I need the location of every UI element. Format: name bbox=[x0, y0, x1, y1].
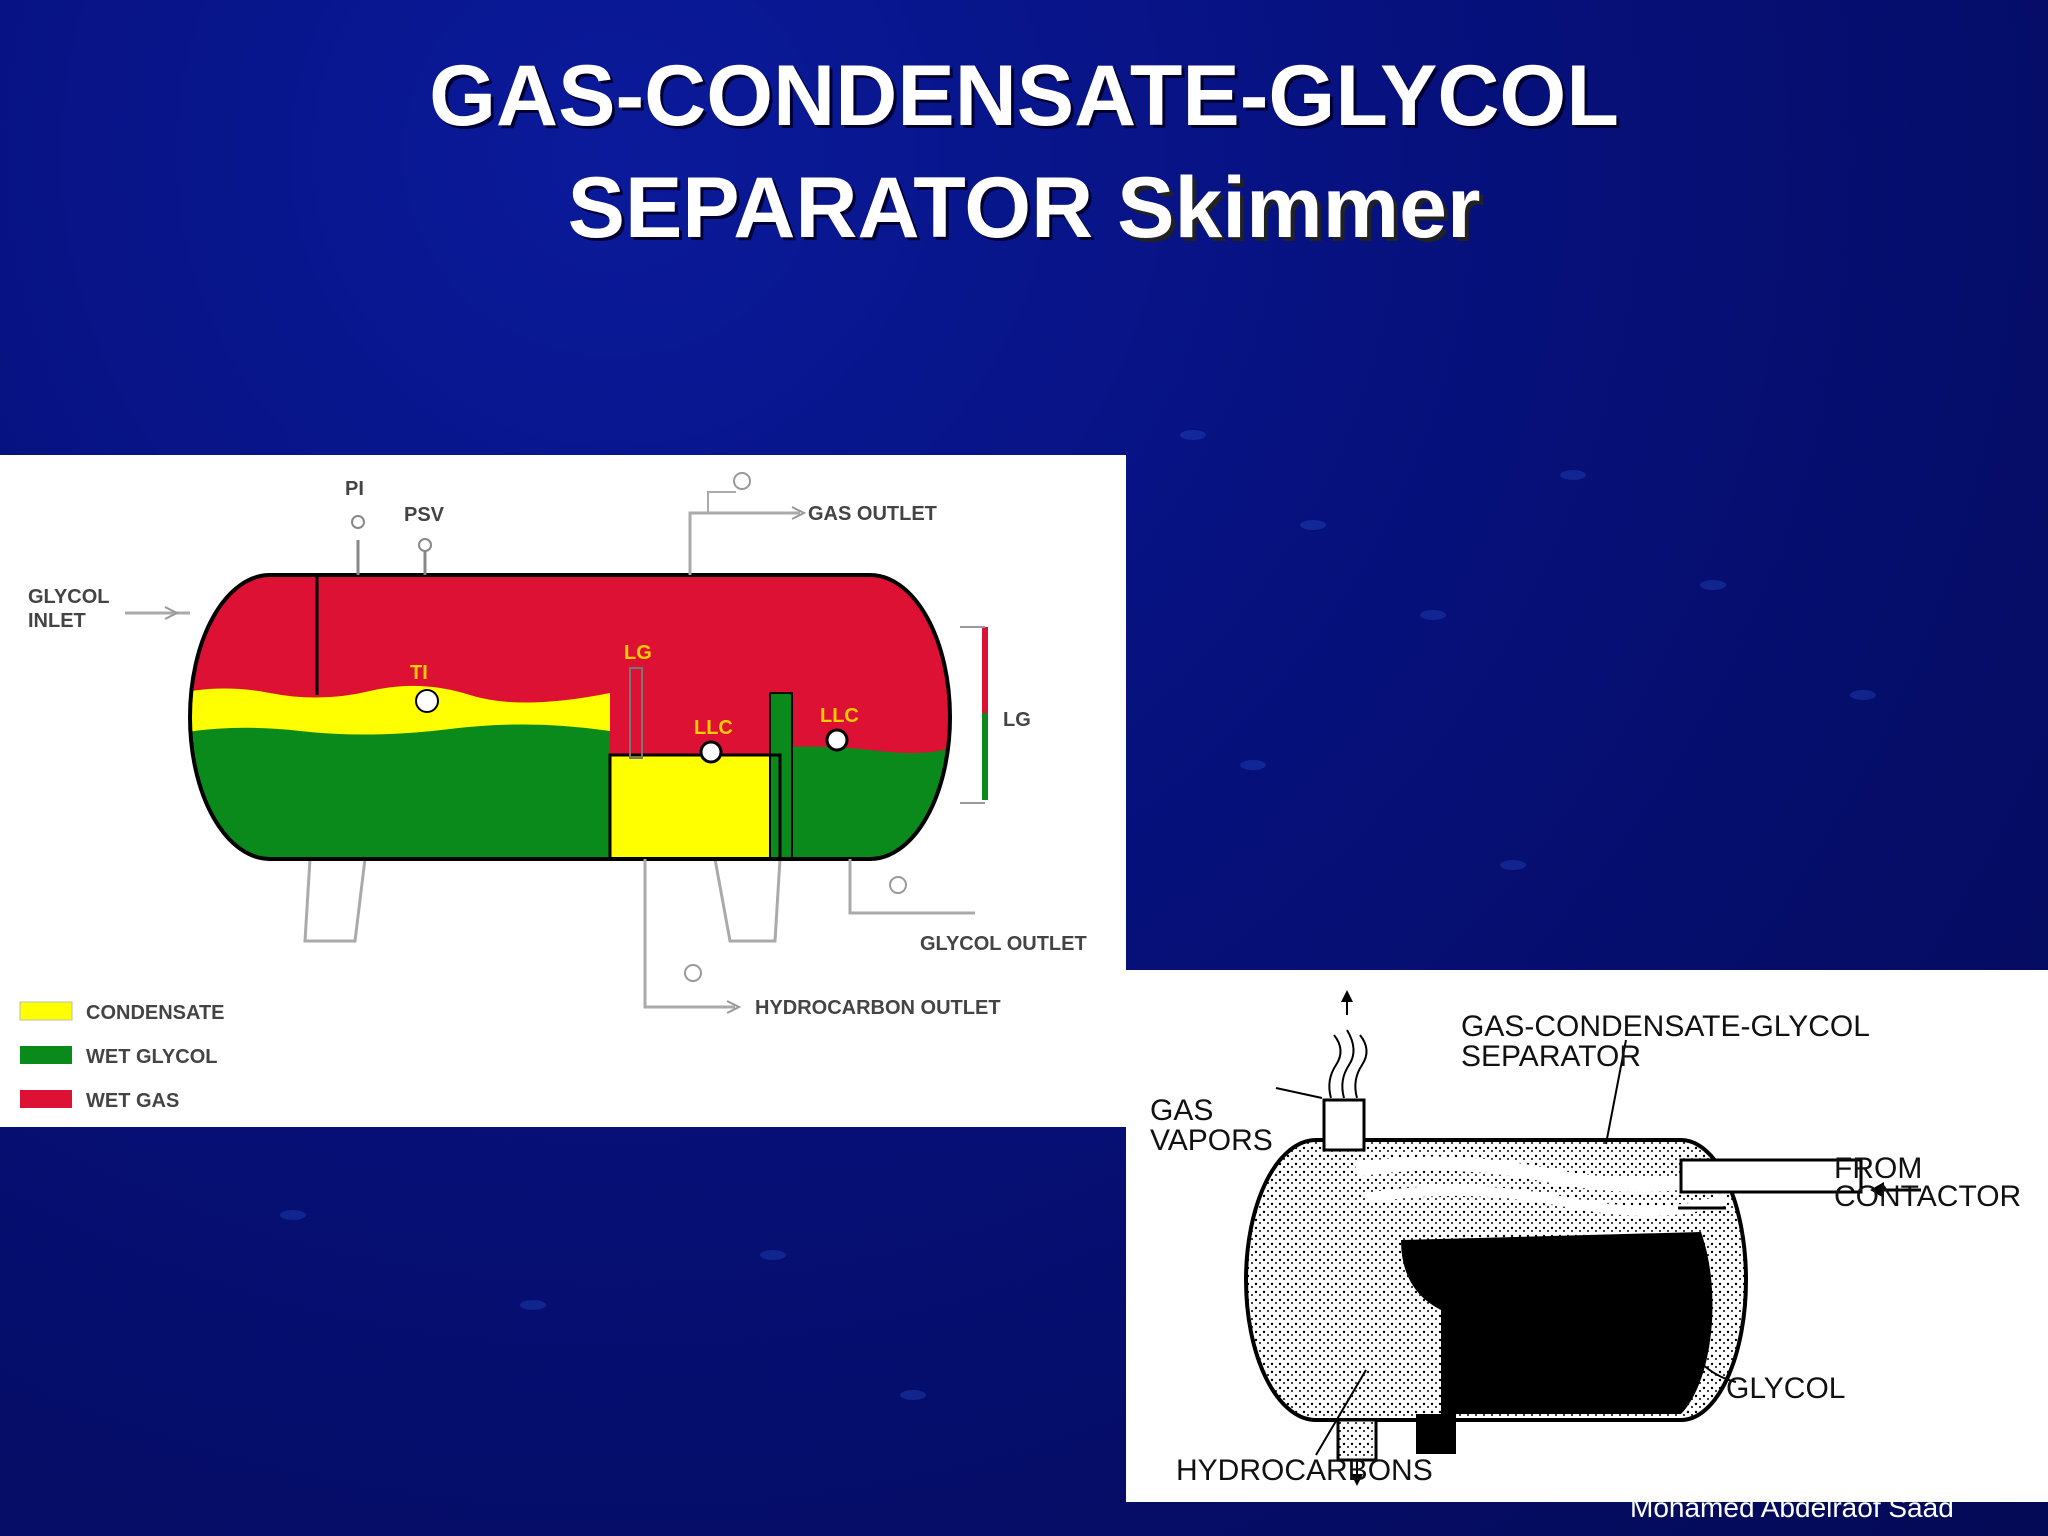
glycol-zone bbox=[1401, 1232, 1713, 1414]
bg-dot bbox=[520, 1300, 546, 1310]
llc-gauge-icon bbox=[825, 728, 849, 752]
glycol-inlet-label-1: GLYCOL bbox=[28, 586, 110, 608]
glycol-inlet-label-2: INLET bbox=[28, 610, 86, 632]
legend-swatch-wet-gas bbox=[20, 1090, 72, 1108]
colored-separator-diagram: PI PSV GAS OUTLET GLYCOL INLET TI LG LLC… bbox=[0, 455, 1126, 1127]
bg-dot bbox=[1180, 430, 1206, 440]
hydrocarbon-outlet-label: HYDROCARBON OUTLET bbox=[755, 997, 1001, 1019]
condensate-chamber bbox=[610, 755, 780, 859]
pi-label: PI bbox=[345, 478, 364, 500]
legend-swatch-wet-glycol bbox=[20, 1046, 72, 1064]
bg-dot bbox=[1850, 690, 1876, 700]
arrow-right-icon bbox=[791, 506, 807, 520]
hydrocarbons-label: HYDROCARBONS bbox=[1176, 1454, 1433, 1487]
vessel-leg bbox=[303, 858, 367, 943]
arrow-left-icon bbox=[1870, 1182, 1884, 1198]
llc-label-1: LLC bbox=[694, 717, 733, 739]
glycol-outlet-chamber bbox=[780, 745, 950, 859]
bg-dot bbox=[1500, 860, 1526, 870]
gas-outlet-pipe bbox=[688, 511, 800, 575]
arrow-right-icon bbox=[726, 1000, 742, 1014]
llc-label-2: LLC bbox=[820, 705, 859, 727]
level-gauge-icon bbox=[629, 667, 643, 759]
condensate-bucket bbox=[608, 753, 782, 859]
pi-gauge-icon bbox=[351, 515, 365, 529]
title-line-2: SEPARATOR Skimmer bbox=[0, 152, 2048, 264]
separator-label-1: GAS-CONDENSATE-GLYCOL bbox=[1461, 1010, 1870, 1043]
glycol-nozzle bbox=[1416, 1414, 1456, 1454]
title-line-1: GAS-CONDENSATE-GLYCOL bbox=[429, 48, 1619, 144]
arrow-down-icon bbox=[1351, 1474, 1363, 1486]
vapor-streak bbox=[1354, 1156, 1728, 1192]
vessel-shell bbox=[188, 573, 952, 861]
author-footer: Mohamed Abdelraof Saad bbox=[1630, 1492, 1954, 1523]
bg-dot bbox=[280, 1210, 306, 1220]
control-valve-icon bbox=[733, 472, 751, 490]
wet-glycol-layer bbox=[190, 724, 610, 859]
gas-vent-nozzle bbox=[1322, 1098, 1366, 1152]
control-valve-icon bbox=[889, 876, 907, 894]
legend-label-wet-gas: WET GAS bbox=[86, 1090, 179, 1112]
gas-vapors-label-1: GAS bbox=[1150, 1094, 1213, 1127]
lg-right-label: LG bbox=[1003, 709, 1031, 731]
bg-dot bbox=[1560, 470, 1586, 480]
cutaway-drawing: GAS-CONDENSATE-GLYCOL SEPARATOR GAS VAPO… bbox=[1150, 990, 2021, 1487]
control-valve-icon bbox=[684, 964, 702, 982]
glycol-outlet-label: GLYCOL OUTLET bbox=[920, 933, 1087, 955]
from-contactor-label-2: CONTACTOR bbox=[1834, 1180, 2021, 1213]
cutaway-separator-diagram: GAS-CONDENSATE-GLYCOL SEPARATOR GAS VAPO… bbox=[1126, 970, 2048, 1502]
from-contactor-label-1: FROM bbox=[1834, 1152, 1922, 1185]
arrow-right-icon bbox=[164, 606, 180, 620]
bg-dot bbox=[900, 1390, 926, 1400]
bg-dot bbox=[1240, 760, 1266, 770]
llc-gauge-icon bbox=[699, 740, 723, 764]
psv-label: PSV bbox=[404, 504, 445, 526]
bg-dot bbox=[760, 1250, 786, 1260]
legend-label-condensate: CONDENSATE bbox=[86, 1002, 225, 1024]
bg-dot bbox=[1300, 520, 1326, 530]
title-emphasis: Skimmer bbox=[1117, 160, 1481, 256]
arrow-up-icon bbox=[1341, 990, 1353, 1002]
vessel-leg bbox=[713, 858, 782, 943]
hydrocarbon-outlet-pipe bbox=[643, 859, 735, 1009]
gas-outlet-label: GAS OUTLET bbox=[808, 503, 937, 525]
lg-small-label: LG bbox=[624, 642, 652, 664]
glycol-outlet-pipe bbox=[848, 859, 975, 915]
slide-title: GAS-CONDENSATE-GLYCOL SEPARATOR Skimmer bbox=[0, 40, 2048, 264]
glycol-label: GLYCOL bbox=[1726, 1372, 1846, 1405]
psv-valve-icon bbox=[418, 538, 432, 552]
title-line-2-plain: SEPARATOR bbox=[567, 160, 1118, 256]
separator-drawing: PI PSV GAS OUTLET GLYCOL INLET TI LG LLC… bbox=[19, 472, 1087, 1112]
legend-swatch-condensate bbox=[19, 1001, 73, 1021]
bg-dot bbox=[1700, 580, 1726, 590]
separator-label-2: SEPARATOR bbox=[1461, 1040, 1641, 1073]
gas-vapors-label-2: VAPORS bbox=[1150, 1124, 1273, 1157]
ti-gauge-icon bbox=[415, 689, 439, 713]
ti-label: TI bbox=[410, 662, 428, 684]
bg-dot bbox=[1420, 610, 1446, 620]
legend-label-wet-glycol: WET GLYCOL bbox=[86, 1046, 217, 1068]
contactor-inlet-pipe bbox=[1679, 1158, 1863, 1194]
